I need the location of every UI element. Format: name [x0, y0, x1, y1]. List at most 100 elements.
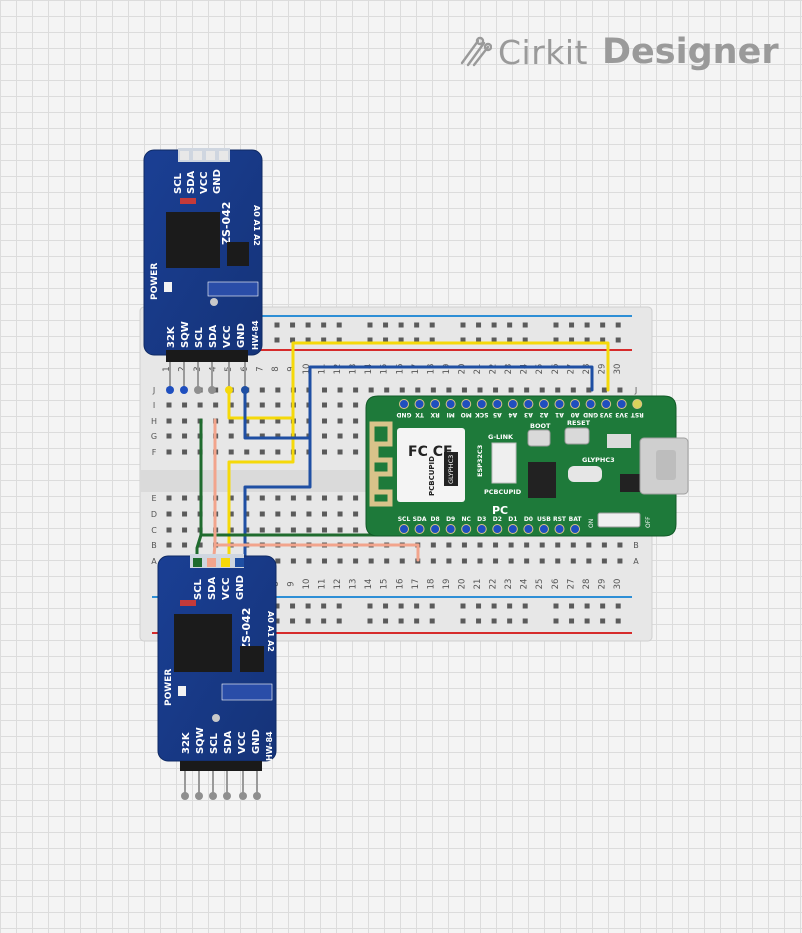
rail-hole[interactable]: [522, 337, 528, 343]
rail-hole[interactable]: [383, 322, 389, 328]
mcu-bottom-pin[interactable]: [461, 524, 472, 534]
terminal-hole[interactable]: [508, 542, 514, 548]
terminal-hole[interactable]: [322, 402, 327, 408]
mcu-bottom-pin[interactable]: [507, 524, 518, 534]
terminal-hole[interactable]: [244, 433, 250, 439]
rail-hole[interactable]: [336, 337, 342, 343]
mcu-bottom-pin[interactable]: [476, 524, 487, 534]
rail-hole[interactable]: [491, 603, 497, 609]
terminal-hole[interactable]: [353, 511, 359, 517]
terminal-hole[interactable]: [244, 402, 250, 408]
terminal-hole[interactable]: [244, 527, 250, 533]
mcu-top-pin[interactable]: [461, 399, 472, 409]
terminal-hole[interactable]: [197, 402, 203, 408]
mcu-top-pin[interactable]: [616, 399, 627, 409]
terminal-hole[interactable]: [446, 387, 452, 393]
terminal-hole[interactable]: [446, 558, 452, 564]
rail-hole[interactable]: [429, 603, 435, 609]
terminal-hole[interactable]: [228, 418, 234, 424]
rail-hole[interactable]: [615, 618, 621, 624]
rail-hole[interactable]: [429, 618, 435, 624]
terminal-hole[interactable]: [508, 387, 514, 393]
rail-hole[interactable]: [569, 603, 575, 609]
rail-hole[interactable]: [460, 322, 466, 328]
rail-hole[interactable]: [553, 322, 559, 328]
terminal-hole[interactable]: [213, 402, 219, 408]
terminal-hole[interactable]: [384, 558, 390, 564]
mcu-top-pin[interactable]: [523, 399, 534, 409]
terminal-hole[interactable]: [275, 495, 281, 501]
terminal-hole[interactable]: [446, 542, 452, 548]
mcu-bottom-pin[interactable]: [430, 524, 441, 534]
rail-hole[interactable]: [336, 322, 342, 328]
rail-hole[interactable]: [414, 618, 420, 624]
terminal-hole[interactable]: [586, 558, 592, 564]
terminal-hole[interactable]: [259, 511, 265, 517]
rail-hole[interactable]: [274, 618, 280, 624]
rail-hole[interactable]: [398, 322, 404, 328]
boot-button[interactable]: [527, 429, 551, 447]
terminal-hole[interactable]: [182, 542, 188, 548]
terminal-hole[interactable]: [368, 387, 374, 393]
terminal-hole[interactable]: [353, 495, 359, 501]
terminal-hole[interactable]: [290, 495, 296, 501]
mcu-top-pin[interactable]: [492, 399, 503, 409]
terminal-hole[interactable]: [322, 511, 327, 517]
rail-hole[interactable]: [584, 322, 590, 328]
terminal-hole[interactable]: [322, 433, 327, 439]
rail-hole[interactable]: [305, 603, 311, 609]
terminal-hole[interactable]: [275, 387, 281, 393]
terminal-hole[interactable]: [461, 387, 467, 393]
rail-hole[interactable]: [414, 337, 420, 343]
terminal-hole[interactable]: [337, 387, 343, 393]
terminal-hole[interactable]: [353, 387, 359, 393]
rail-hole[interactable]: [274, 337, 280, 343]
wire-blue-gnd-bottom[interactable]: [243, 436, 312, 567]
terminal-hole[interactable]: [555, 558, 561, 564]
rail-hole[interactable]: [553, 618, 559, 624]
terminal-hole[interactable]: [601, 558, 607, 564]
terminal-hole[interactable]: [306, 495, 312, 501]
rail-hole[interactable]: [569, 337, 575, 343]
terminal-hole[interactable]: [244, 418, 250, 424]
terminal-hole[interactable]: [306, 511, 312, 517]
rail-hole[interactable]: [553, 603, 559, 609]
terminal-hole[interactable]: [275, 433, 281, 439]
terminal-hole[interactable]: [275, 418, 281, 424]
mcu-bottom-pin[interactable]: [492, 524, 503, 534]
wire-blue-gnd-top[interactable]: [243, 365, 594, 440]
terminal-hole[interactable]: [166, 495, 172, 501]
terminal-hole[interactable]: [228, 495, 234, 501]
rail-hole[interactable]: [491, 322, 497, 328]
mcu-bottom-pin[interactable]: [399, 524, 409, 534]
terminal-hole[interactable]: [337, 449, 343, 455]
mcu-top-pin[interactable]: [585, 399, 596, 409]
terminal-hole[interactable]: [493, 558, 499, 564]
rail-hole[interactable]: [491, 618, 497, 624]
terminal-hole[interactable]: [244, 511, 250, 517]
terminal-hole[interactable]: [353, 527, 359, 533]
power-switch[interactable]: [597, 512, 641, 528]
terminal-hole[interactable]: [539, 542, 545, 548]
terminal-hole[interactable]: [275, 511, 281, 517]
rail-hole[interactable]: [615, 603, 621, 609]
terminal-hole[interactable]: [244, 495, 250, 501]
terminal-hole[interactable]: [182, 495, 188, 501]
rail-hole[interactable]: [522, 322, 528, 328]
rail-hole[interactable]: [569, 322, 575, 328]
terminal-hole[interactable]: [555, 542, 561, 548]
rail-hole[interactable]: [600, 603, 606, 609]
wire-yellow-vcc-top[interactable]: [227, 341, 610, 420]
rail-hole[interactable]: [553, 337, 559, 343]
rail-hole[interactable]: [584, 618, 590, 624]
rail-hole[interactable]: [507, 603, 513, 609]
terminal-hole[interactable]: [399, 387, 405, 393]
terminal-hole[interactable]: [182, 418, 188, 424]
terminal-hole[interactable]: [493, 387, 499, 393]
rail-hole[interactable]: [522, 618, 528, 624]
terminal-hole[interactable]: [337, 495, 343, 501]
rtc-module-bottom[interactable]: SCL SDA VCC GND A0 A1 A2 ZS-042 POWER 32…: [157, 554, 277, 800]
terminal-hole[interactable]: [337, 511, 343, 517]
terminal-hole[interactable]: [617, 558, 623, 564]
terminal-hole[interactable]: [259, 433, 265, 439]
